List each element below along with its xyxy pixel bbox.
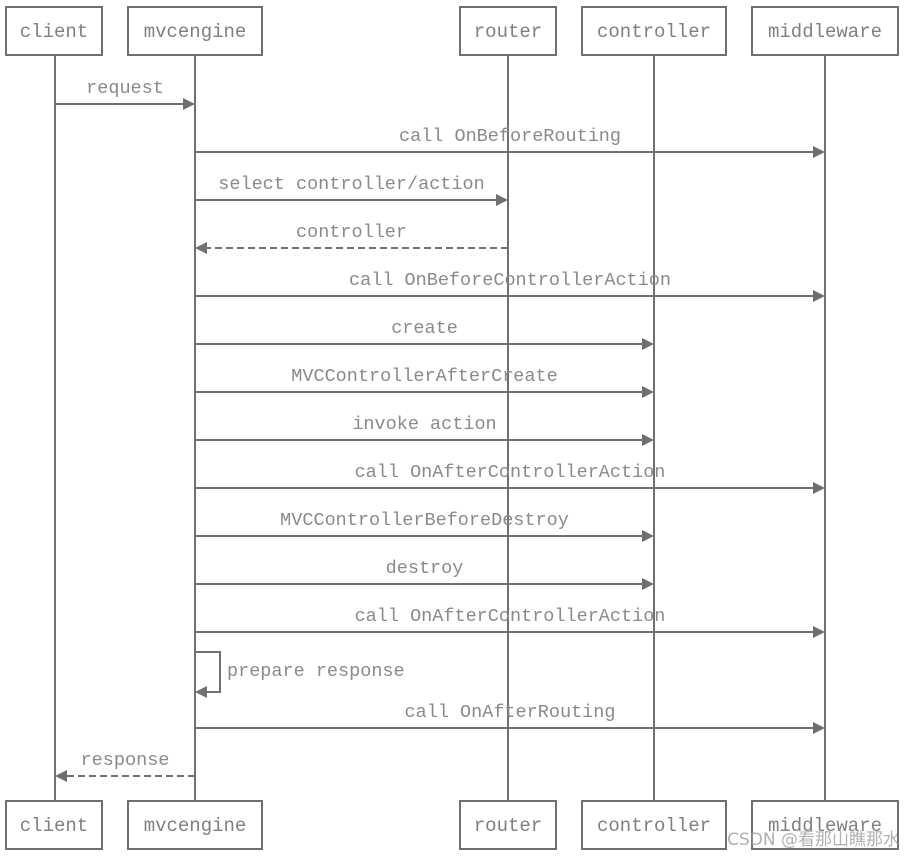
participant-header-row: client mvcengine router controller middlewar… [5,6,899,56]
arrowhead-icon [642,530,654,542]
watermark-text: CSDN @看那山瞧那水 [727,830,900,850]
message: call OnAfterControllerAction [195,606,825,638]
arrowhead-icon [813,290,825,302]
participant-box [459,800,557,850]
participant-footer-client: client [5,800,103,850]
arrowhead-icon [642,338,654,350]
participant-label: mvcengine [144,21,247,43]
arrowhead-icon [642,434,654,446]
participant-label: middleware [768,815,882,837]
message: invoke action [195,414,654,446]
participant-header-router: router [459,6,557,56]
participant-box [581,800,727,850]
participant-label: router [474,21,542,43]
participant-header-mvcengine: mvcengine [127,6,263,56]
message: call OnBeforeRouting [195,126,825,158]
participant-label: client [20,815,88,837]
arrowhead-icon [55,770,67,782]
message: request [55,78,195,110]
message: call OnAfterRouting [195,702,825,734]
message-label: select controller/action [218,174,484,195]
participant-label: middleware [768,21,882,43]
arrowhead-icon [183,98,195,110]
participant-box [459,6,557,56]
participant-box [5,800,103,850]
message: call OnAfterControllerAction [195,462,825,494]
participant-box [751,800,899,850]
message-label: prepare response [227,661,405,682]
message-label: create [391,318,458,339]
arrowhead-icon [813,722,825,734]
message-label: request [86,78,164,99]
participant-label: controller [597,21,711,43]
arrowhead-icon [195,242,207,254]
participant-label: mvcengine [144,815,247,837]
participant-footer-middleware: middleware [751,800,899,850]
message-label: controller [296,222,407,243]
message-label: MVCControllerAfterCreate [291,366,557,387]
arrowhead-icon [813,626,825,638]
participant-footer-row: client mvcengine router controller middlewar… [5,800,899,850]
participant-box [751,6,899,56]
arrowhead-icon [642,578,654,590]
participant-footer-mvcengine: mvcengine [127,800,263,850]
message: create [195,318,654,350]
message-label: call OnAfterControllerAction [355,462,666,483]
participant-header-controller: controller [581,6,727,56]
arrowhead-icon [813,482,825,494]
message-label: call OnAfterRouting [405,702,616,723]
arrowhead-icon [813,146,825,158]
message: select controller/action [195,174,508,206]
participant-box [581,6,727,56]
message: controller [195,222,508,254]
arrowhead-icon [642,386,654,398]
participant-box [5,6,103,56]
message-label: MVCControllerBeforeDestroy [280,510,569,531]
message-label: destroy [386,558,464,579]
participant-box [127,800,263,850]
participant-label: router [474,815,542,837]
participant-header-client: client [5,6,103,56]
arrowhead-icon [496,194,508,206]
message-label: call OnAfterControllerAction [355,606,666,627]
participant-footer-controller: controller [581,800,727,850]
message-list: request call OnBeforeRouting select contro… [55,78,825,782]
message: response [55,750,195,782]
message: destroy [195,558,654,590]
message: call OnBeforeControllerAction [195,270,825,302]
participant-box [127,6,263,56]
message: prepare response [195,651,405,698]
participant-label: client [20,21,88,43]
arrowhead-icon [195,686,207,698]
message-label: response [81,750,170,771]
message-line [195,651,221,693]
message-label: invoke action [352,414,496,435]
participant-label: controller [597,815,711,837]
message: MVCControllerAfterCreate [195,366,654,398]
message-label: call OnBeforeRouting [399,126,621,147]
message-label: call OnBeforeControllerAction [349,270,671,291]
participant-footer-router: router [459,800,557,850]
lifelines [54,55,826,801]
participant-header-middleware: middleware [751,6,899,56]
message: MVCControllerBeforeDestroy [195,510,654,542]
